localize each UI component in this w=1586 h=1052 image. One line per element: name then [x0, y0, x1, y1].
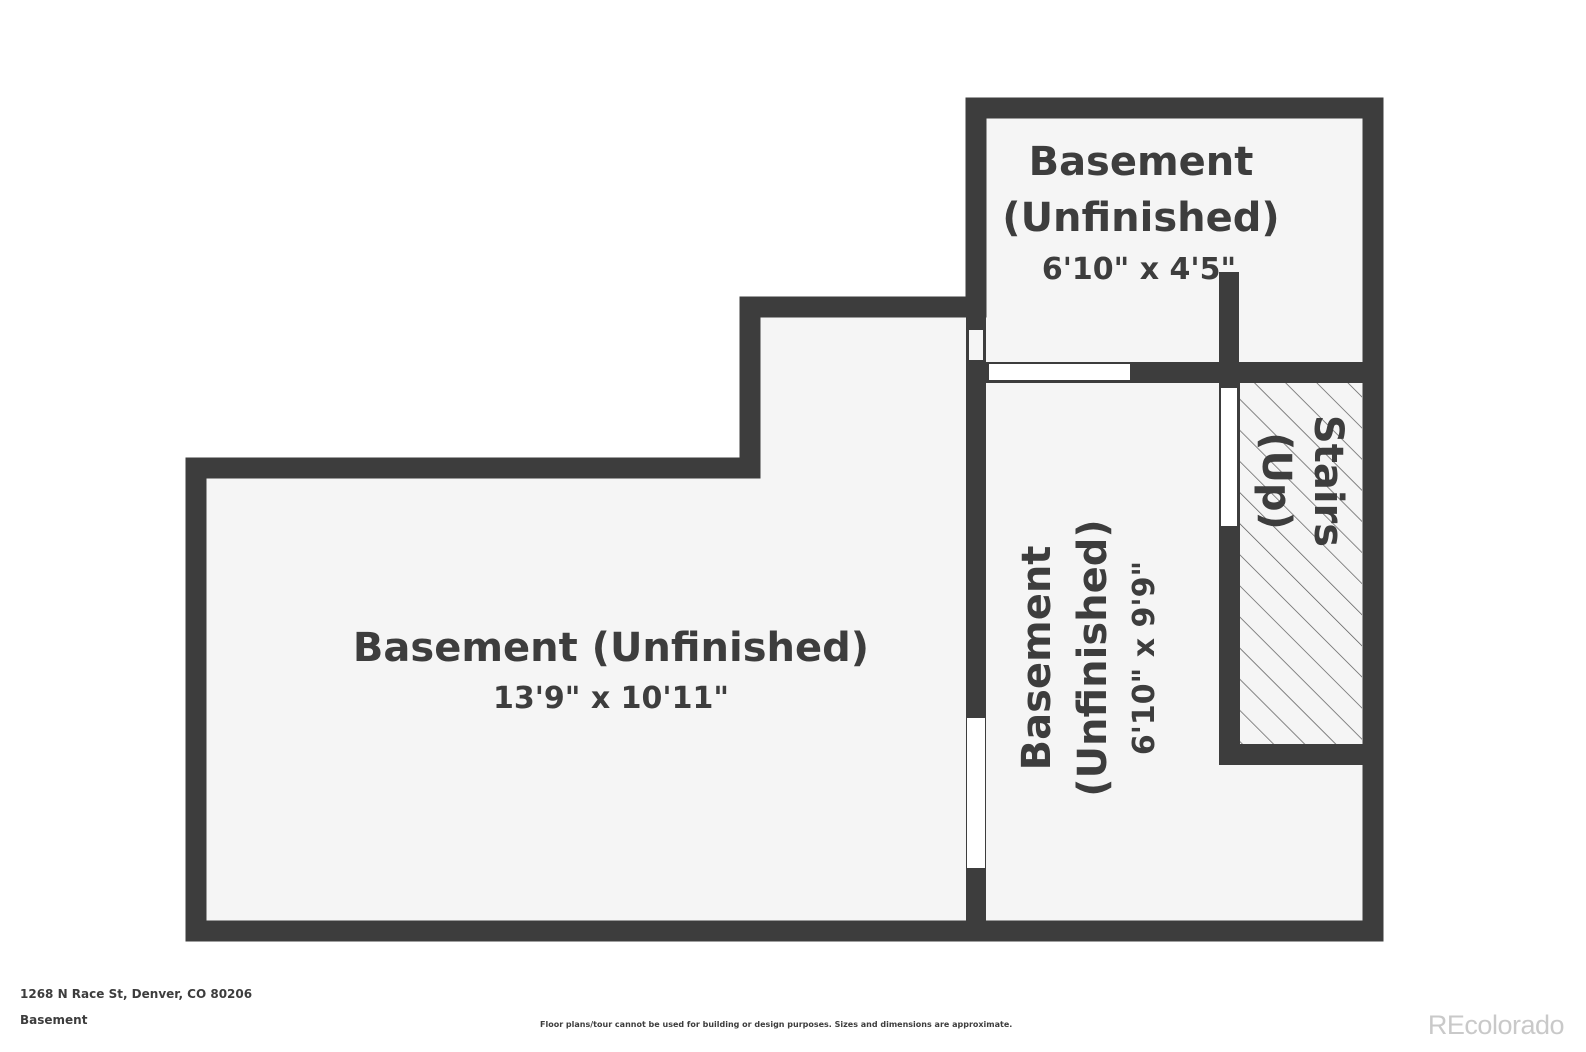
stairs-hatch: [1240, 383, 1362, 744]
disclaimer: Floor plans/tour cannot be used for buil…: [540, 1020, 1013, 1029]
door-opening: [967, 718, 985, 868]
lower-basement-name-line1: Basement: [1014, 546, 1060, 771]
lower-basement-name-line2: (Unfinished): [1070, 519, 1116, 796]
main-basement-dimensions: 13'9" x 10'11": [493, 681, 729, 716]
lower-basement-dimensions: 6'10" x 9'9": [1127, 561, 1162, 755]
upper-basement-name-line1: Basement: [1029, 139, 1254, 185]
main-basement-name: Basement (Unfinished): [353, 625, 869, 671]
floor-area: [196, 108, 1373, 931]
stairs-name-line1: Stairs: [1305, 415, 1351, 547]
stairs-name-line2: (Up): [1253, 432, 1299, 530]
stairs-partition-wall: [1219, 272, 1239, 383]
watermark-logo: REcolorado: [1427, 1010, 1565, 1040]
property-address: 1268 N Race St, Denver, CO 80206: [20, 987, 253, 1001]
outer-wall: [185, 97, 1384, 942]
upper-basement-dimensions: 6'10" x 4'5": [1042, 252, 1236, 287]
floor-name: Basement: [20, 1013, 88, 1027]
door-opening: [989, 364, 1130, 380]
upper-basement-name-line2: (Unfinished): [1002, 195, 1279, 241]
stairs-bottom-wall: [1219, 744, 1373, 765]
wall-opening: [969, 330, 983, 360]
stairs-opening: [1221, 388, 1237, 526]
